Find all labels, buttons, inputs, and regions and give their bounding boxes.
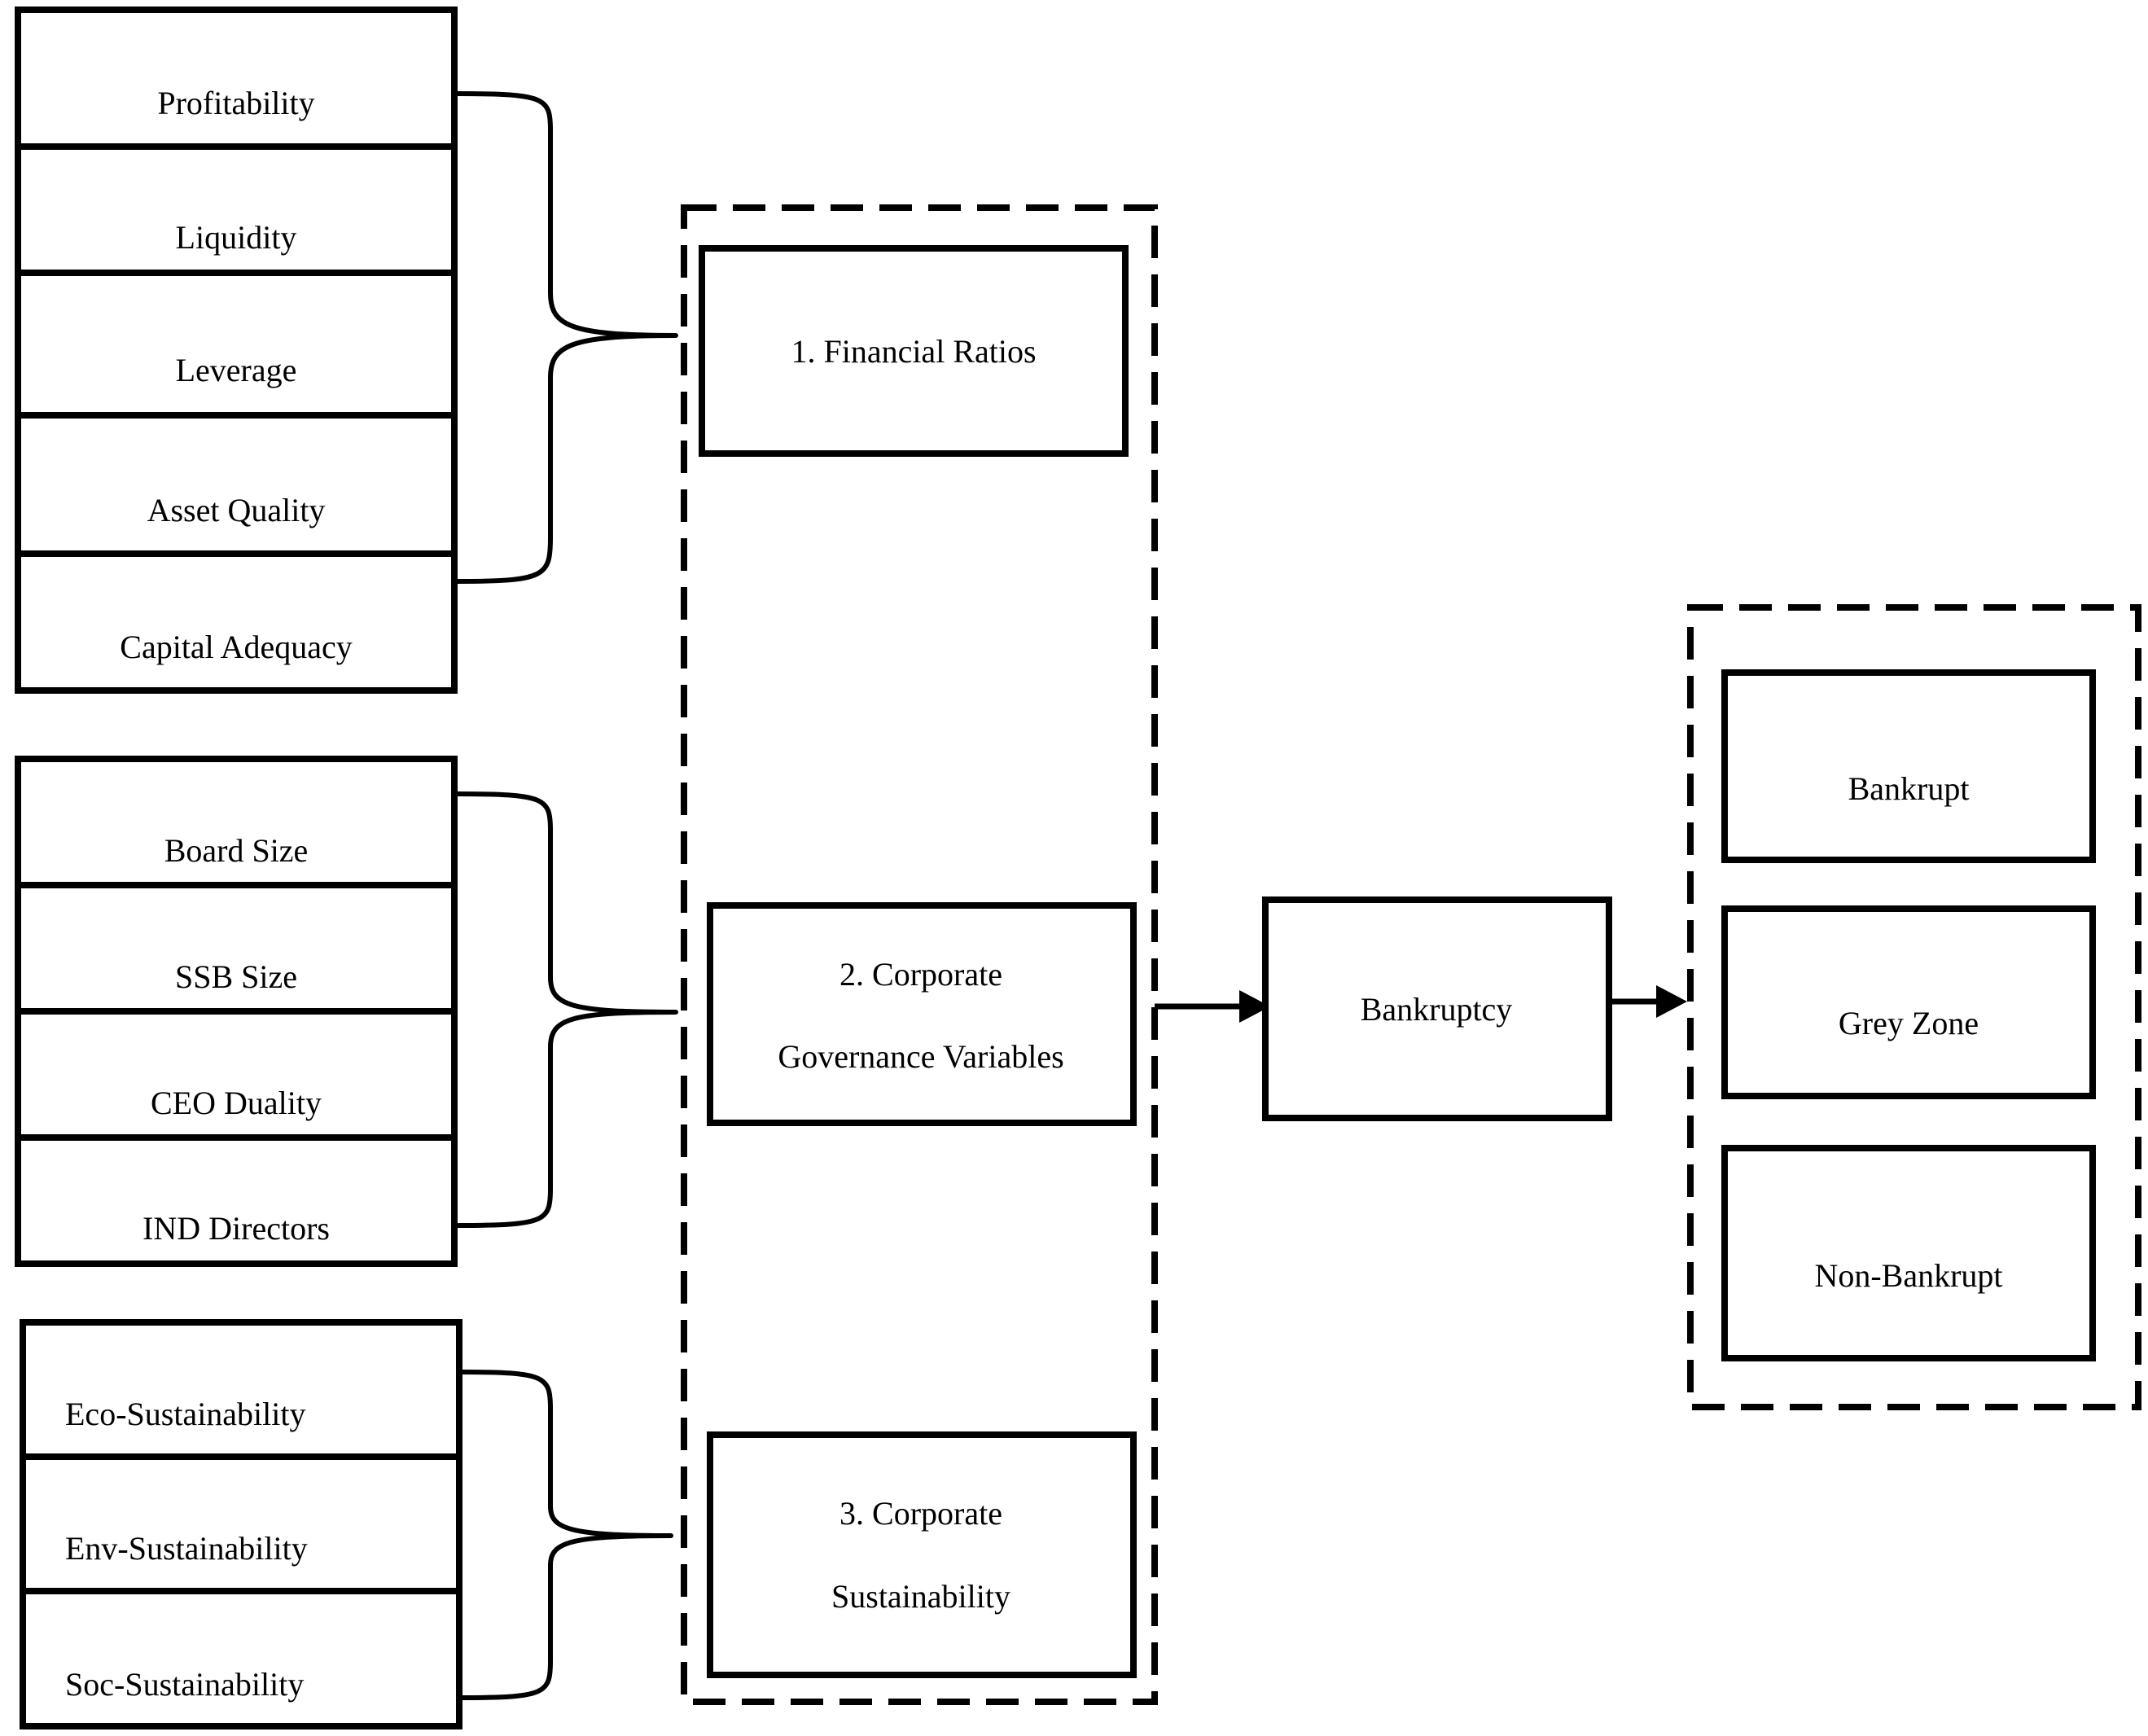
indicator-box-liquidity [15,143,458,276]
indicator-label-board-size: Board Size [164,832,309,869]
indicator-label-eco-sustainability: Eco-Sustainability [65,1396,306,1432]
outcome-label-bankrupt: Bankrupt [1848,770,1970,807]
indicator-box-asset-quality [15,412,458,557]
indicator-label-profitability: Profitability [157,85,314,121]
category-box-corporate-sustainability [707,1431,1137,1678]
bankruptcy-box [1262,896,1612,1121]
indicator-label-ssb-size: SSB Size [175,958,297,995]
categories-dashed-container [681,204,1158,1705]
category-label-corporate-governance-line1: 2. Corporate [839,956,1002,993]
outcome-box-non-bankrupt [1721,1145,2096,1361]
outcome-label-non-bankrupt: Non-Bankrupt [1814,1257,2002,1294]
indicator-label-liquidity: Liquidity [176,219,297,256]
arrow-to-outcomes [1609,985,1687,1018]
outcome-label-grey-zone: Grey Zone [1839,1005,1979,1041]
category-label-corporate-sustainability-line1: 3. Corporate [839,1495,1002,1532]
category-label-corporate-governance-line2: Governance Variables [778,1038,1063,1075]
governance-brace [454,791,678,1228]
indicator-box-leverage [15,270,458,419]
indicator-box-soc-sustainability [20,1588,462,1729]
indicator-label-soc-sustainability: Soc-Sustainability [65,1666,304,1703]
financial-brace [454,91,678,584]
category-label-financial-ratios: 1. Financial Ratios [791,333,1036,370]
bankruptcy-label: Bankruptcy [1361,991,1513,1028]
indicator-box-capital-adequacy [15,550,458,694]
category-box-corporate-governance [707,902,1137,1126]
governance-indicators-group: Board Size SSB Size CEO Duality IND Dire… [15,756,458,1267]
indicator-label-ind-directors: IND Directors [142,1210,330,1247]
indicator-label-env-sustainability: Env-Sustainability [65,1530,308,1567]
outcome-box-grey-zone [1721,905,2096,1099]
outcome-box-bankrupt [1721,669,2096,863]
indicator-box-ind-directors [15,1134,458,1267]
sustainability-brace [458,1370,673,1700]
financial-indicators-group: Profitability Liquidity Leverage Asset Q… [15,7,458,694]
indicator-label-ceo-duality: CEO Duality [151,1085,322,1121]
category-label-corporate-sustainability-line2: Sustainability [831,1578,1010,1615]
indicator-box-board-size [15,756,458,888]
indicator-box-ceo-duality [15,1008,458,1141]
indicator-label-asset-quality: Asset Quality [147,492,326,528]
indicator-label-leverage: Leverage [176,352,297,388]
sustainability-indicators-group: Eco-Sustainability Env-Sustainability So… [20,1319,462,1729]
indicator-label-capital-adequacy: Capital Adequacy [120,629,352,665]
indicator-box-env-sustainability [20,1453,462,1594]
indicator-box-eco-sustainability [20,1319,462,1460]
category-box-financial-ratios [699,245,1129,457]
arrow-to-bankruptcy [1155,990,1270,1023]
indicator-box-profitability [15,7,458,150]
outcomes-dashed-container [1687,604,2141,1410]
